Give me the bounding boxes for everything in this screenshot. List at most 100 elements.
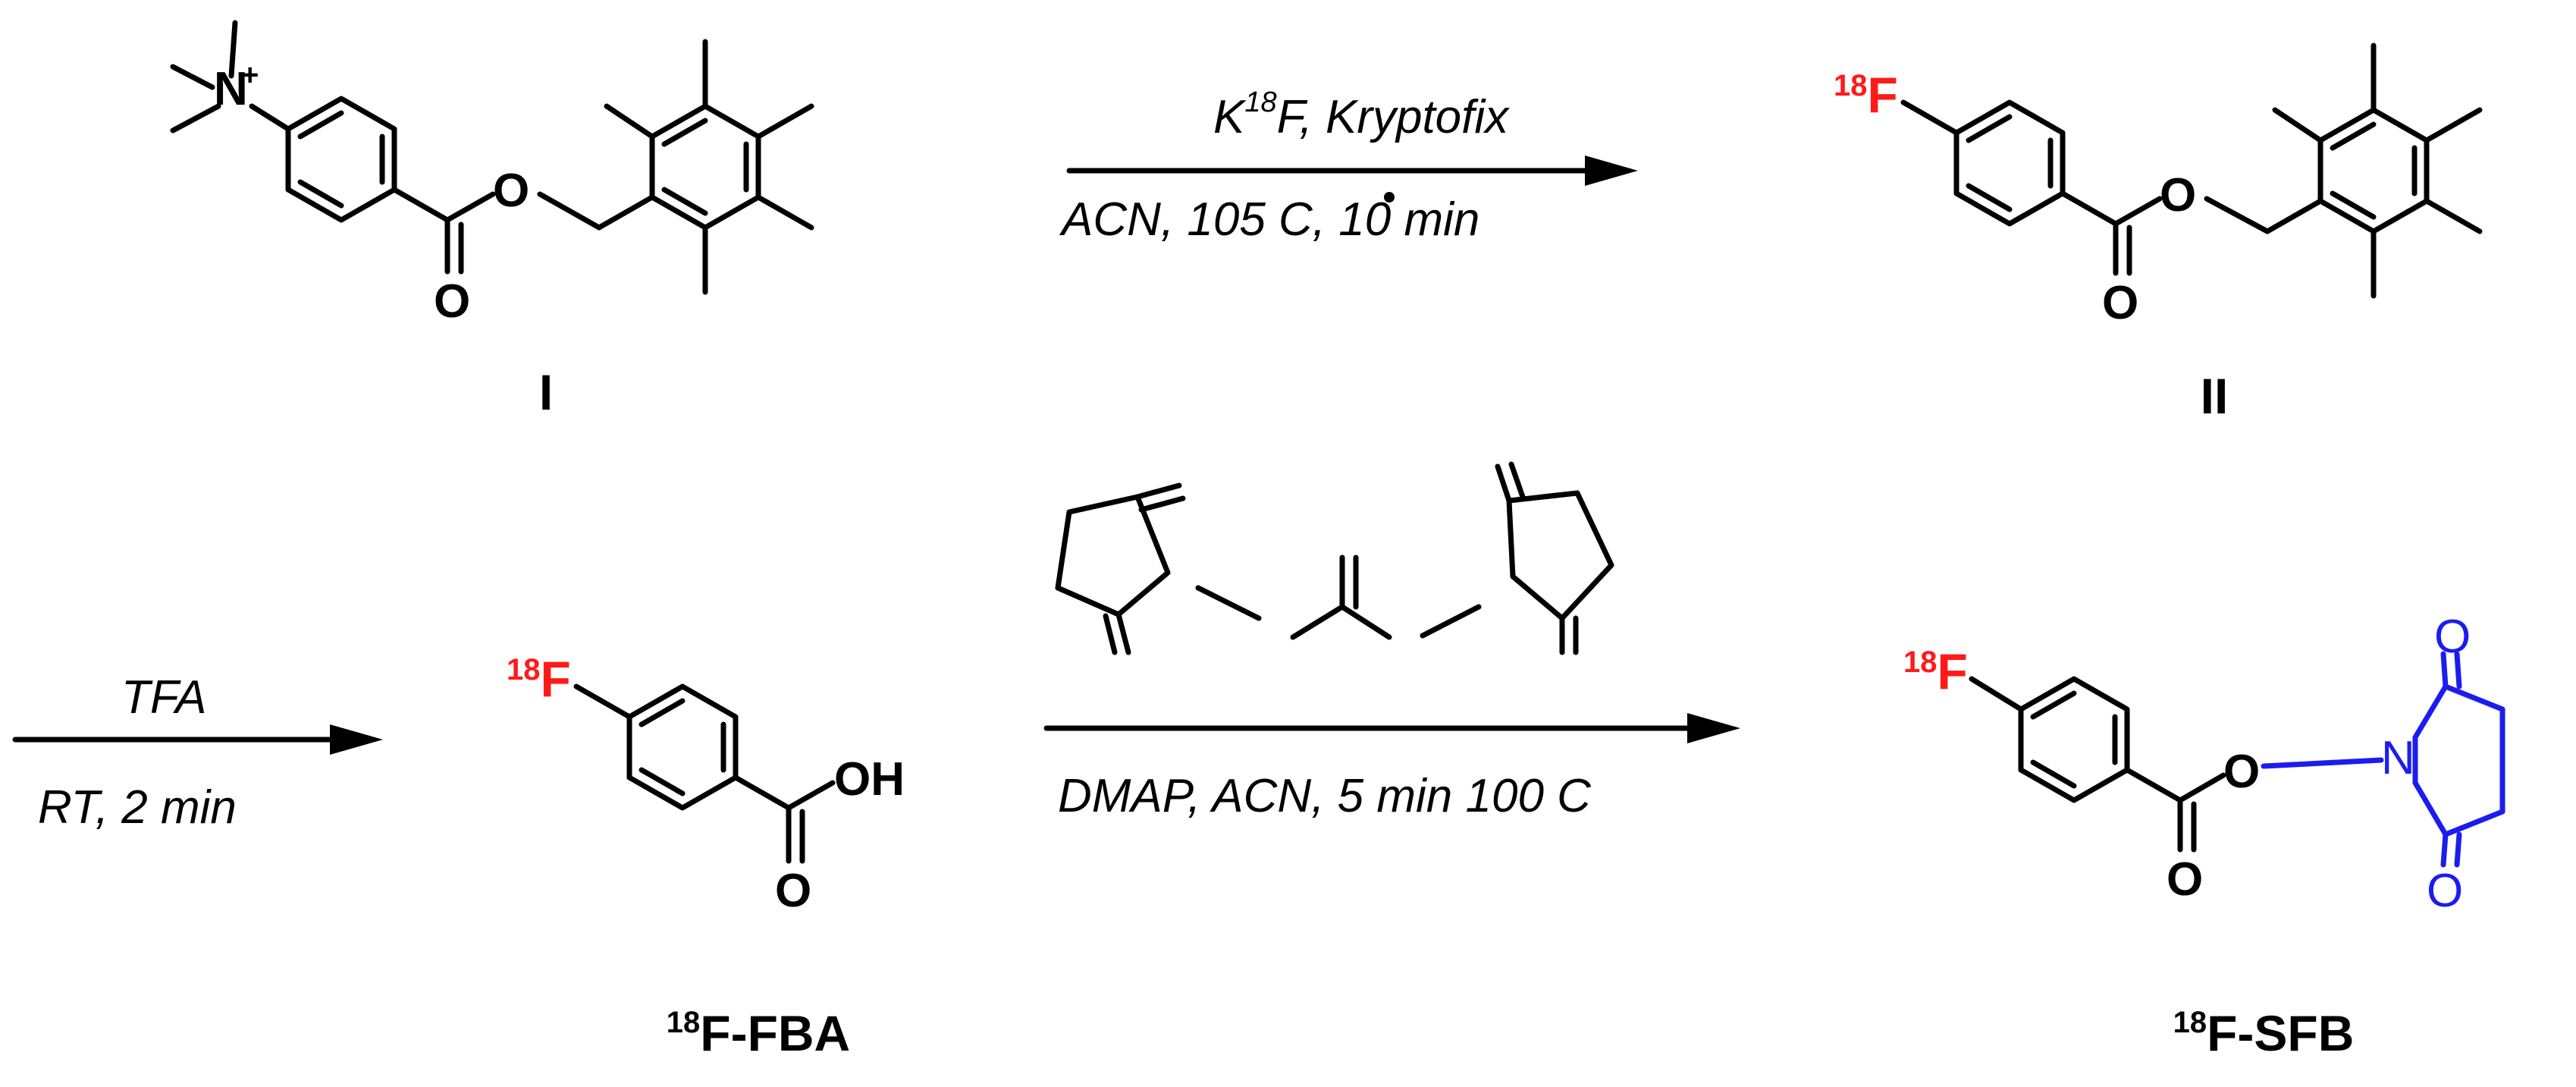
bond xyxy=(733,774,792,811)
benzene-ring xyxy=(2018,676,2130,803)
pentamethylbenzene-ring xyxy=(649,103,761,231)
benzene-ring xyxy=(1953,99,2066,227)
arrowhead-icon xyxy=(1687,713,1740,743)
succinimide-ring xyxy=(1506,490,1614,621)
succinimide-left xyxy=(1055,482,1186,655)
bond xyxy=(2204,196,2270,234)
bond xyxy=(2454,651,2462,690)
compound-label-18f-sfb: 18F-SFB xyxy=(2173,1005,2355,1061)
double-bond xyxy=(2330,121,2377,151)
double-bond xyxy=(2030,759,2077,789)
benzene-ring xyxy=(626,683,739,811)
bond xyxy=(2060,190,2119,227)
reaction-step-2: TFA RT, 2 min xyxy=(12,671,383,834)
fluorine-18-label: 18F xyxy=(1834,67,1898,123)
compound-label-18f-fba: 18F-FBA xyxy=(667,1005,850,1061)
methyl xyxy=(2424,198,2483,234)
bond xyxy=(2440,831,2449,868)
bond xyxy=(1495,463,1512,504)
double-bond xyxy=(661,187,708,216)
bond xyxy=(228,20,238,79)
succinimide-ring xyxy=(1055,494,1171,617)
double-bond xyxy=(1966,114,2013,143)
degree-dot-icon xyxy=(1384,192,1395,203)
bond xyxy=(573,683,632,720)
bond xyxy=(596,194,655,231)
bond xyxy=(2440,651,2449,690)
bond xyxy=(170,103,221,134)
compound-label-ii: II xyxy=(2201,368,2229,424)
reaction-step-3: DMAP, ACN, 5 min 100 C xyxy=(1043,461,1740,822)
bond xyxy=(1138,495,1186,513)
bond xyxy=(1290,604,1345,640)
bond xyxy=(2264,198,2323,234)
double-bond xyxy=(639,767,686,796)
bond xyxy=(1508,461,1526,500)
compound-ii: 18F O O II xyxy=(1834,42,2483,424)
carbonyl-oxygen: O xyxy=(2102,277,2138,329)
methyl xyxy=(604,103,655,140)
double-bond xyxy=(297,110,344,140)
fluorine-18-label: 18F xyxy=(507,651,571,707)
bond xyxy=(444,191,496,223)
bond xyxy=(391,187,450,223)
pentamethylbenzene-ring xyxy=(2317,107,2430,234)
carbonyl-oxygen: O xyxy=(775,865,811,917)
bond xyxy=(1195,585,1262,621)
bond xyxy=(170,64,215,90)
step1-reagents: K18F, Kryptofix xyxy=(1213,86,1510,143)
positive-charge: + xyxy=(241,58,259,92)
nitrogen-atom: N xyxy=(2381,732,2415,784)
step2-conditions: RT, 2 min xyxy=(38,781,237,834)
double-bond xyxy=(2330,190,2377,220)
bond xyxy=(2177,772,2226,803)
reaction-step-1: K18F, Kryptofix ACN, 105 C, 10 min xyxy=(1059,86,1638,246)
fluorine-18-label: 18F xyxy=(1903,643,1968,699)
compound-label-i: I xyxy=(539,364,553,420)
arrowhead-icon xyxy=(1585,156,1638,186)
bond xyxy=(2261,757,2384,769)
methyl xyxy=(2424,107,2483,143)
oxygen-atom: O xyxy=(2427,865,2463,917)
ester-oxygen: O xyxy=(2160,169,2196,221)
ester-oxygen: O xyxy=(2223,746,2260,798)
bond xyxy=(2454,831,2462,868)
bond xyxy=(1115,611,1131,655)
bond xyxy=(249,103,291,132)
double-bond xyxy=(2030,690,2077,720)
bond xyxy=(786,780,836,811)
bond xyxy=(1420,604,1482,639)
bond xyxy=(1134,482,1182,500)
bond xyxy=(1339,604,1392,640)
carbonyl-oxygen: O xyxy=(2167,853,2203,906)
nitrogen-atom: N xyxy=(214,63,248,115)
bond xyxy=(1103,613,1118,655)
bond xyxy=(2113,196,2163,227)
double-bond xyxy=(639,698,686,727)
step2-reagent: TFA xyxy=(121,671,207,724)
succinimide-highlight: N O O xyxy=(2261,611,2505,917)
methyl xyxy=(755,103,814,140)
double-bond xyxy=(1966,183,2013,212)
compound-18f-sfb: 18F O O N O O 18F-SFB xyxy=(1903,611,2505,1061)
double-bond xyxy=(297,179,344,209)
bond xyxy=(537,191,602,231)
ester-oxygen: O xyxy=(493,165,529,217)
compound-18f-fba: 18F O OH 18F-FBA xyxy=(507,651,905,1061)
bond xyxy=(1900,99,1959,136)
double-bond xyxy=(661,118,708,147)
benzene-ring xyxy=(285,96,397,223)
methyl xyxy=(2272,107,2323,143)
succinimide-ring xyxy=(2412,683,2505,837)
compound-i: N + O O I xyxy=(170,20,814,420)
succinimide-right xyxy=(1495,461,1614,655)
step1-conditions: ACN, 105 C, 10 min xyxy=(1059,193,1479,246)
bond xyxy=(2124,767,2183,803)
methyl xyxy=(755,194,814,231)
step3-conditions: DMAP, ACN, 5 min 100 C xyxy=(1058,770,1592,822)
hydroxyl-group: OH xyxy=(834,753,905,806)
bond xyxy=(1969,676,2024,712)
arrowhead-icon xyxy=(330,724,383,755)
carbonyl-oxygen: O xyxy=(434,275,470,328)
